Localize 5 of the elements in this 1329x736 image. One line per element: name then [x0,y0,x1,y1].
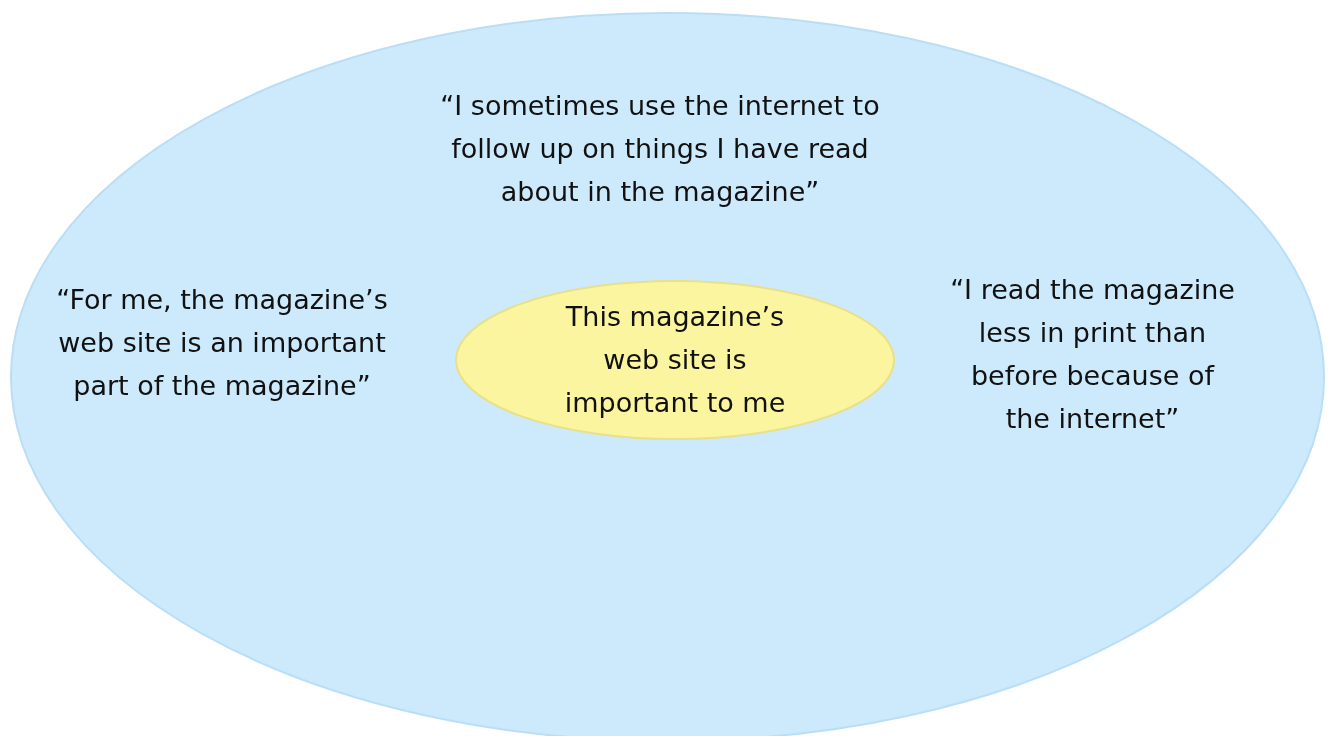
center-ellipse [455,280,895,440]
quote-text: “For me, the magazine’s web site is an important part of the magazine” [55,283,389,403]
quote-text: “I sometimes use the internet to follow up on things I have read about in the magazine” [439,89,881,209]
quote-text: “I read the magazine less in print than before because of the internet” [950,273,1235,436]
statement-text: This magazine’s web site is important to me [563,300,787,420]
